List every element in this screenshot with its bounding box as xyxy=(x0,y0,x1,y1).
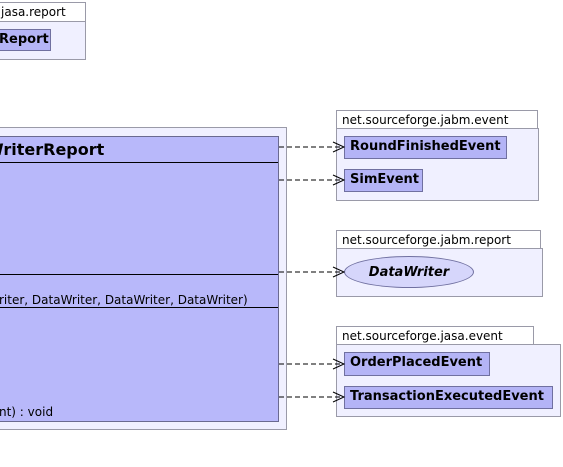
methods-divider xyxy=(0,307,278,308)
class-title: WriterReport xyxy=(0,140,105,159)
class-round-finished-event[interactable]: RoundFinishedEvent xyxy=(344,136,507,159)
package-tab-jabm-event: net.sourceforge.jabm.event xyxy=(336,110,538,129)
package-label: jasa.report xyxy=(1,5,66,19)
arrowhead-order-placed-event xyxy=(332,358,346,370)
class-writer-report[interactable]: WriterReport riter, DataWriter, DataWrit… xyxy=(0,136,279,422)
arrowhead-data-writer xyxy=(332,266,346,278)
class-report[interactable]: Report xyxy=(0,29,51,51)
arrowhead-transaction-executed-event xyxy=(332,391,346,403)
class-label: TransactionExecutedEvent xyxy=(350,389,544,404)
method-signature: nt) : void xyxy=(0,405,54,419)
package-label: net.sourceforge.jabm.event xyxy=(342,113,509,127)
class-order-placed-event[interactable]: OrderPlacedEvent xyxy=(344,352,490,376)
attributes-divider xyxy=(0,162,278,163)
constructors-divider xyxy=(0,274,278,275)
arrowhead-round-finished-event xyxy=(332,141,346,153)
package-label: net.sourceforge.jabm.report xyxy=(342,233,511,247)
interface-data-writer[interactable]: DataWriter xyxy=(344,256,474,288)
package-tab-jasa-event: net.sourceforge.jasa.event xyxy=(336,326,534,345)
constructor-signature: riter, DataWriter, DataWriter, DataWrite… xyxy=(0,293,248,307)
class-label: Report xyxy=(0,32,49,47)
class-label: OrderPlacedEvent xyxy=(350,355,483,370)
class-transaction-executed-event[interactable]: TransactionExecutedEvent xyxy=(344,386,553,409)
class-label: RoundFinishedEvent xyxy=(350,139,501,154)
interface-label: DataWriter xyxy=(368,264,450,280)
class-sim-event[interactable]: SimEvent xyxy=(344,169,423,192)
class-label: SimEvent xyxy=(350,172,420,187)
package-label: net.sourceforge.jasa.event xyxy=(342,329,503,343)
arrowhead-sim-event xyxy=(332,174,346,186)
